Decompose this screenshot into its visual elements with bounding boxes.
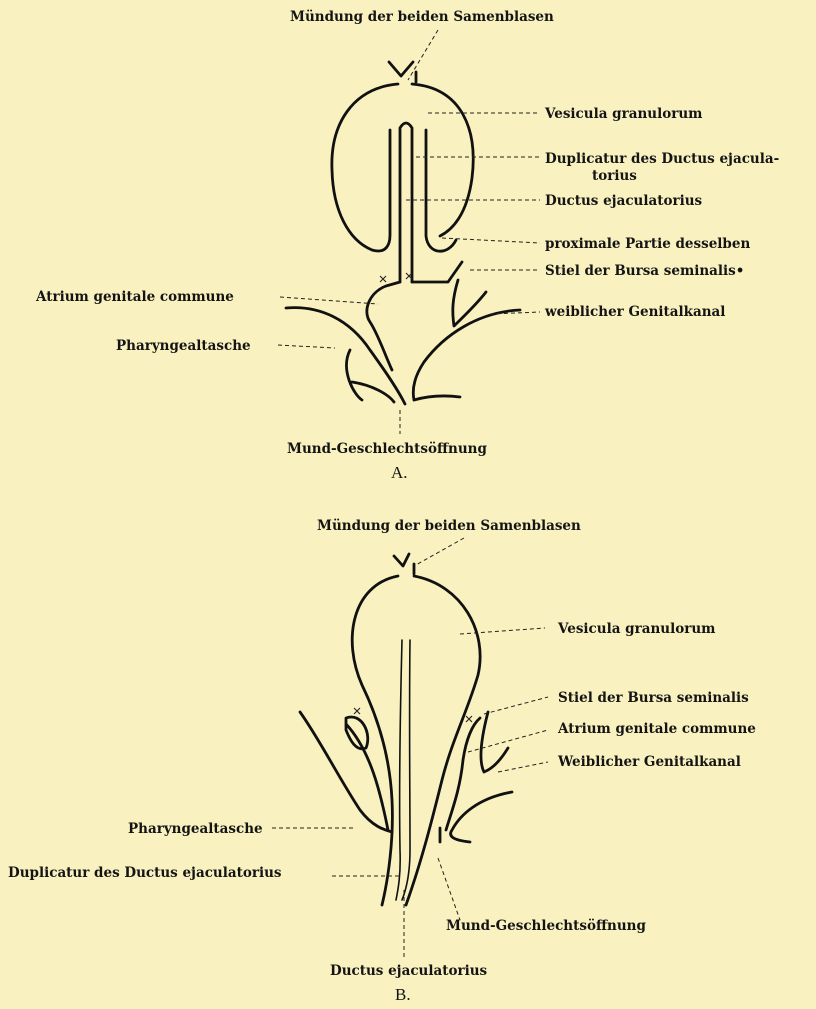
a-atrium: [367, 282, 400, 370]
a-label-atrium: Atrium genitale commune: [35, 289, 234, 305]
b-label-atrium: Atrium genitale commune: [557, 721, 756, 737]
figure-b-drawing: [300, 554, 512, 905]
b-label-stiel: Stiel der Bursa seminalis: [558, 690, 749, 706]
a-label-pharyngeal: Pharyngealtasche: [116, 338, 251, 354]
b-x-mark-2: [466, 716, 472, 722]
b-left-pocket: [300, 712, 392, 832]
a-label-weiblicher: weiblicher Genitalkanal: [544, 304, 725, 320]
a-label-vesicula: Vesicula granulorum: [544, 106, 702, 122]
b-label-weiblicher: Weiblicher Genitalkanal: [557, 754, 741, 770]
a-label-duplicatur-1: Duplicatur des Ductus ejacula-: [545, 151, 779, 167]
figure-b-labels: Mündung der beiden Samenblasen Vesicula …: [8, 518, 756, 1004]
b-vesicula-outline: [352, 576, 480, 905]
a-ductus-right-wall: [412, 262, 462, 282]
a-caption: A.: [391, 463, 408, 482]
a-label-proximale: proximale Partie desselben: [545, 236, 750, 252]
b-x-mark-1: [354, 708, 360, 714]
a-label-stiel: Stiel der Bursa seminalis•: [545, 263, 744, 279]
b-right-stiel: [446, 712, 508, 830]
b-label-pharyngeal: Pharyngealtasche: [128, 821, 263, 837]
b-label-mund: Mund-Geschlechtsöffnung: [446, 918, 646, 934]
a-label-muendung: Mündung der beiden Samenblasen: [290, 9, 554, 25]
figure-a: Mündung der beiden Samenblasen Vesicula …: [35, 9, 779, 482]
a-right-lobe: [413, 310, 520, 400]
a-label-mund: Mund-Geschlechtsöffnung: [287, 441, 487, 457]
b-label-ductus: Ductus ejaculatorius: [330, 963, 488, 979]
b-label-duplicatur: Duplicatur des Ductus ejaculatorius: [8, 865, 282, 881]
b-label-muendung: Mündung der beiden Samenblasen: [317, 518, 581, 534]
a-duplicatur: [400, 123, 412, 282]
a-samenblasen-duct: [389, 62, 413, 76]
figure-b: Mündung der beiden Samenblasen Vesicula …: [8, 518, 756, 1004]
a-vesicula-outline: [332, 84, 473, 251]
b-caption: B.: [395, 985, 411, 1004]
a-x-mark-1: [380, 276, 386, 282]
b-samenblasen-duct: [394, 554, 409, 566]
b-label-vesicula: Vesicula granulorum: [557, 621, 715, 637]
b-right-lobe: [451, 792, 512, 842]
a-label-duplicatur-2: torius: [592, 168, 637, 184]
b-ductus-inner: [396, 640, 410, 900]
a-label-ductus: Ductus ejaculatorius: [545, 193, 703, 209]
figure-a-labels: Mündung der beiden Samenblasen Vesicula …: [35, 9, 779, 482]
a-mouth-lips: [352, 382, 460, 402]
figure-a-leaders: [278, 30, 540, 434]
